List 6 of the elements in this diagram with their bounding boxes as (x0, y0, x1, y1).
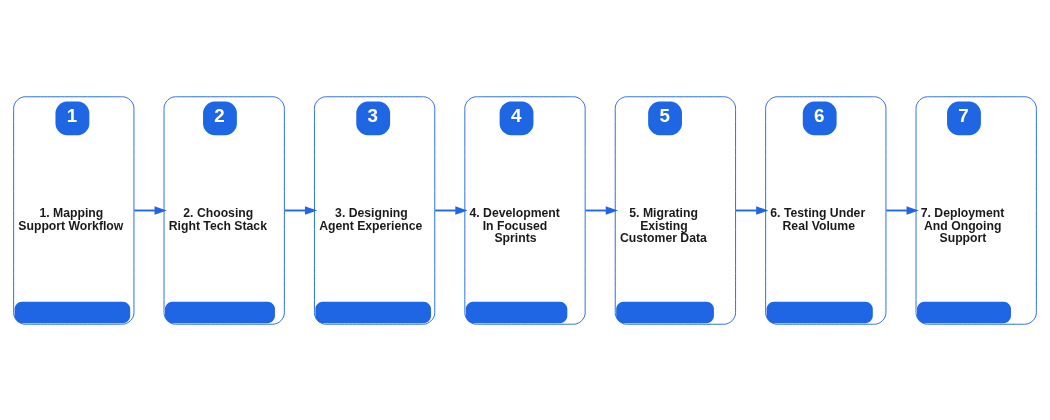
arrow (283, 205, 318, 215)
arrow (584, 205, 618, 215)
arrow (133, 205, 167, 215)
arrow (885, 205, 919, 215)
arrow (434, 205, 468, 215)
arrow (734, 205, 769, 215)
